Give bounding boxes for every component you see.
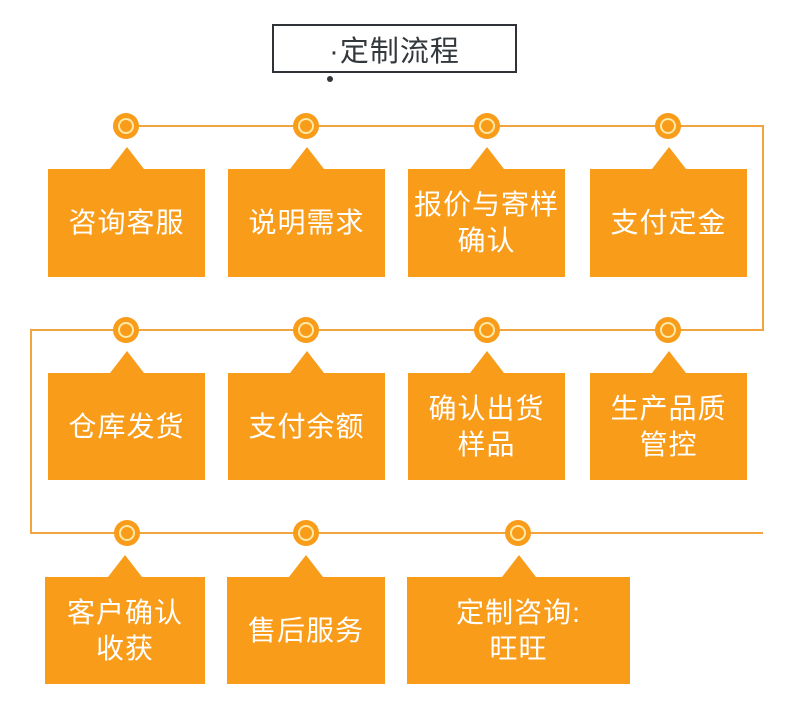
pointer-triangle-icon xyxy=(109,351,144,373)
section-title-box: ·定制流程 xyxy=(272,24,517,73)
timeline-node-icon xyxy=(505,520,531,546)
connector-left-vline xyxy=(30,329,32,534)
pointer-triangle-icon xyxy=(108,555,142,577)
step-label: 说明需求 xyxy=(248,207,365,239)
pointer-triangle-icon xyxy=(289,555,323,577)
timeline-node-icon xyxy=(113,113,139,139)
step-box-pay-balance: 支付余额 xyxy=(228,351,385,480)
pointer-triangle-icon xyxy=(289,147,324,169)
step-label: 客户确认 收获 xyxy=(66,596,183,664)
timeline-node-icon xyxy=(293,520,319,546)
pointer-triangle-icon xyxy=(289,351,324,373)
step-label: 确认出货 样品 xyxy=(428,392,545,460)
timeline-node-icon xyxy=(655,113,681,139)
step-box-confirm-shipping-sample: 确认出货 样品 xyxy=(408,351,565,480)
step-label: 支付定金 xyxy=(610,207,727,239)
connector-row1-hline xyxy=(126,125,764,127)
pointer-triangle-icon xyxy=(651,351,686,373)
step-box-customer-confirm-receipt: 客户确认 收获 xyxy=(45,555,205,684)
step-label: 定制咨询: 旺旺 xyxy=(456,596,581,664)
timeline-node-icon xyxy=(114,520,140,546)
pointer-triangle-icon xyxy=(469,147,504,169)
timeline-node-icon xyxy=(293,113,319,139)
step-box-warehouse-ship: 仓库发货 xyxy=(48,351,205,480)
step-box-production-quality: 生产品质 管控 xyxy=(590,351,747,480)
section-title: ·定制流程 xyxy=(329,35,460,68)
pointer-triangle-icon xyxy=(109,147,144,169)
timeline-node-icon xyxy=(113,317,139,343)
step-box-custom-consult-wangwang: 定制咨询: 旺旺 xyxy=(407,555,630,684)
step-label: 生产品质 管控 xyxy=(610,392,727,460)
step-box-after-sales: 售后服务 xyxy=(227,555,385,684)
step-box-consult-service: 咨询客服 xyxy=(48,147,205,277)
connector-right-vline xyxy=(762,125,764,331)
step-label: 仓库发货 xyxy=(68,410,185,442)
step-label: 咨询客服 xyxy=(68,207,185,239)
bullet-dot-icon xyxy=(327,76,333,82)
step-box-explain-needs: 说明需求 xyxy=(228,147,385,277)
step-label: 报价与寄样 确认 xyxy=(413,189,559,256)
timeline-node-icon xyxy=(293,317,319,343)
connector-row3-hline xyxy=(30,532,763,534)
pointer-triangle-icon xyxy=(501,555,536,577)
pointer-triangle-icon xyxy=(469,351,504,373)
pointer-triangle-icon xyxy=(651,147,686,169)
step-box-pay-deposit: 支付定金 xyxy=(590,147,747,277)
step-box-quote-sample-confirm: 报价与寄样 确认 xyxy=(408,147,565,277)
connector-row2-hline xyxy=(30,329,764,331)
timeline-node-icon xyxy=(474,317,500,343)
timeline-node-icon xyxy=(655,317,681,343)
step-label: 售后服务 xyxy=(247,614,364,646)
timeline-node-icon xyxy=(474,113,500,139)
step-label: 支付余额 xyxy=(248,410,365,442)
